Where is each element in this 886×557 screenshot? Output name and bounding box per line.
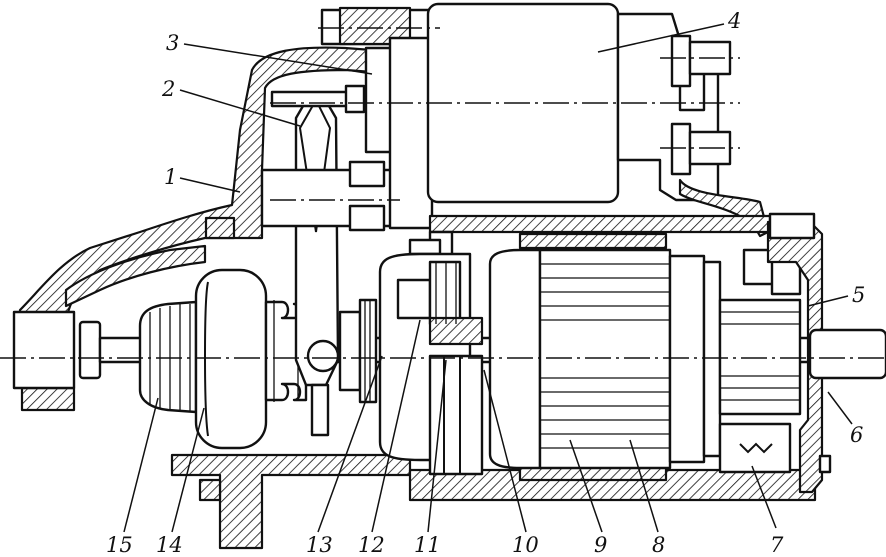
callout-3: 3	[166, 31, 179, 55]
callout-labels: 1 2 3 4 5 6 7 8 9 10 11 12 13 14 15	[106, 9, 865, 557]
drive-spring	[264, 298, 378, 404]
callout-10: 10	[512, 533, 539, 557]
leader-9	[569, 439, 603, 533]
overrunning-clutch	[194, 268, 268, 450]
leader-7	[751, 465, 777, 529]
leader-13	[317, 355, 383, 533]
leader-10	[483, 369, 527, 533]
callout-5: 5	[852, 283, 865, 307]
callout-11: 11	[414, 533, 441, 557]
leader-3	[183, 43, 373, 75]
callout-4: 4	[727, 9, 741, 33]
commutator	[718, 298, 802, 416]
callout-2: 2	[161, 77, 175, 101]
drive-end-bearing	[378, 252, 484, 476]
leader-2	[179, 89, 301, 127]
leader-11	[427, 359, 447, 533]
callout-13: 13	[306, 533, 333, 557]
callout-9: 9	[594, 533, 607, 557]
pinion-gear	[138, 300, 198, 414]
armature-core	[488, 248, 722, 470]
leader-14	[171, 407, 205, 533]
leader-15	[123, 397, 159, 533]
callout-7: 7	[770, 533, 784, 557]
callout-1: 1	[164, 165, 177, 189]
callout-14: 14	[156, 533, 183, 557]
solenoid-relay	[320, 2, 770, 238]
motor-yoke	[408, 214, 772, 482]
leader-8	[629, 439, 659, 533]
leader-5	[807, 295, 849, 307]
nose-bushing	[12, 310, 102, 390]
leader-6	[827, 391, 853, 425]
callout-6: 6	[850, 423, 863, 447]
leader-12	[371, 319, 421, 533]
callout-15: 15	[106, 533, 133, 557]
leader-4	[597, 23, 725, 53]
leader-1	[179, 177, 241, 193]
commutator-end-cover	[766, 212, 886, 494]
callout-12: 12	[358, 533, 385, 557]
callout-8: 8	[652, 533, 665, 557]
leader-lines	[123, 23, 853, 533]
